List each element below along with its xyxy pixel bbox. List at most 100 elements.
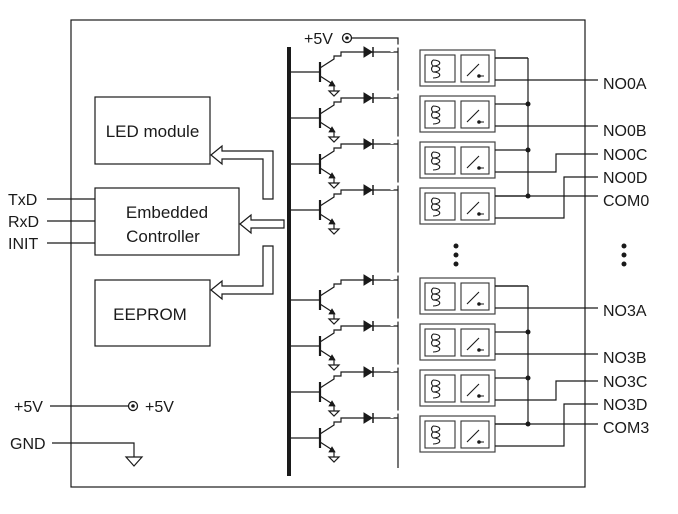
relay-contact-box — [460, 374, 490, 403]
emitter-arrow — [328, 80, 336, 87]
ground-symbol — [327, 456, 341, 463]
wire-hop-mask — [390, 318, 406, 327]
junction-dot — [525, 375, 531, 381]
ground-symbol — [327, 136, 341, 143]
transistor-collector — [319, 417, 398, 435]
relay-contact-dot — [477, 120, 481, 124]
diode-symbol — [363, 274, 373, 286]
controller-label-line2: Controller — [126, 227, 200, 246]
wire-hop-mask — [390, 90, 406, 99]
ground-symbol — [327, 318, 341, 325]
junction-dot — [525, 101, 531, 107]
init-label: INIT — [8, 236, 38, 253]
relay-coil — [430, 379, 441, 399]
input-5v-terminal-dot — [131, 404, 135, 408]
eeprom-label: EEPROM — [113, 305, 187, 324]
output-a-wire — [495, 285, 598, 309]
transistor-collector — [319, 97, 398, 115]
led-module-label: LED module — [106, 122, 200, 141]
transistor-collector — [319, 143, 398, 161]
top-5v-label: +5V — [304, 31, 333, 48]
relay-contact-dot — [477, 212, 481, 216]
ground-symbol — [327, 228, 341, 235]
output-label-no0d: NO0D — [603, 170, 647, 187]
output-label-no0c: NO0C — [603, 147, 647, 164]
output-label-no3d: NO3D — [603, 397, 647, 414]
relay-contact-dot — [477, 302, 481, 306]
relay-contact-dot — [477, 74, 481, 78]
controller-to-led-arrow — [210, 144, 274, 200]
continuation-dot — [621, 252, 627, 258]
relay-coil-box — [424, 100, 456, 129]
rxd-label: RxD — [8, 214, 39, 231]
output-d-wire — [495, 176, 598, 219]
led-module-block — [94, 96, 211, 165]
emitter-arrow — [328, 172, 336, 179]
internal-bus-bar — [287, 47, 291, 476]
diode-symbol — [363, 46, 373, 58]
common-wire — [527, 58, 598, 197]
diode-symbol — [363, 92, 373, 104]
relay-channels — [291, 44, 598, 463]
transistor-collector — [319, 371, 398, 389]
output-a-wire — [495, 57, 598, 81]
output-d-wire — [495, 403, 598, 447]
output-label-com0: COM0 — [603, 193, 649, 210]
emitter-arrow — [328, 218, 336, 225]
output-label-no3a: NO3A — [603, 303, 647, 320]
relay-coil — [430, 59, 441, 79]
gnd-wire — [52, 442, 135, 457]
relay-coil — [430, 105, 441, 125]
diode-symbol — [363, 320, 373, 332]
eeprom-block — [94, 279, 211, 347]
transistor-collector — [319, 325, 398, 343]
emitter-arrow — [328, 308, 336, 315]
continuation-dot — [453, 243, 459, 249]
output-label-no3c: NO3C — [603, 374, 647, 391]
output-c-wire — [495, 380, 598, 401]
transistor-collector — [319, 189, 398, 207]
txd-label: TxD — [8, 192, 37, 209]
diode-symbol — [363, 184, 373, 196]
junction-dot — [525, 147, 531, 153]
relay-contact-dot — [477, 394, 481, 398]
relay-coil — [430, 287, 441, 307]
transistor-collector — [319, 279, 398, 297]
relay-coil — [430, 151, 441, 171]
ground-symbol — [327, 182, 341, 189]
junction-dot — [525, 421, 531, 427]
emitter-arrow — [328, 446, 336, 453]
wire-hop-mask — [390, 182, 406, 191]
relay-coil — [430, 425, 441, 445]
continuation-dot — [621, 243, 627, 249]
continuation-dot — [621, 261, 627, 267]
output-label-no3b: NO3B — [603, 350, 647, 367]
embedded-controller-block — [94, 187, 240, 256]
top-5v-terminal-dot — [345, 36, 349, 40]
relay-coil-box — [424, 374, 456, 403]
junction-dot — [525, 193, 531, 199]
relay-contact-dot — [477, 166, 481, 170]
top-5v-wire — [351, 37, 399, 468]
diode-symbol — [363, 412, 373, 424]
relay-contact-dot — [477, 440, 481, 444]
diode-symbol — [363, 366, 373, 378]
controller-to-bus-arrow — [239, 213, 285, 235]
wire-hop-mask — [390, 136, 406, 145]
internal-5v-label: +5V — [145, 399, 174, 416]
wire-hop-mask — [390, 44, 406, 53]
junction-dot — [525, 329, 531, 335]
gnd-symbol — [124, 456, 144, 467]
output-label-com3: COM3 — [603, 420, 649, 437]
emitter-arrow — [328, 400, 336, 407]
wire-hop-mask — [390, 272, 406, 281]
relay-coil — [430, 333, 441, 353]
diode-symbol — [363, 138, 373, 150]
continuation-dot — [453, 252, 459, 258]
relay-coil — [430, 197, 441, 217]
ground-symbol — [327, 90, 341, 97]
emitter-arrow — [328, 126, 336, 133]
ground-symbol — [327, 410, 341, 417]
transistor-collector — [319, 51, 398, 69]
